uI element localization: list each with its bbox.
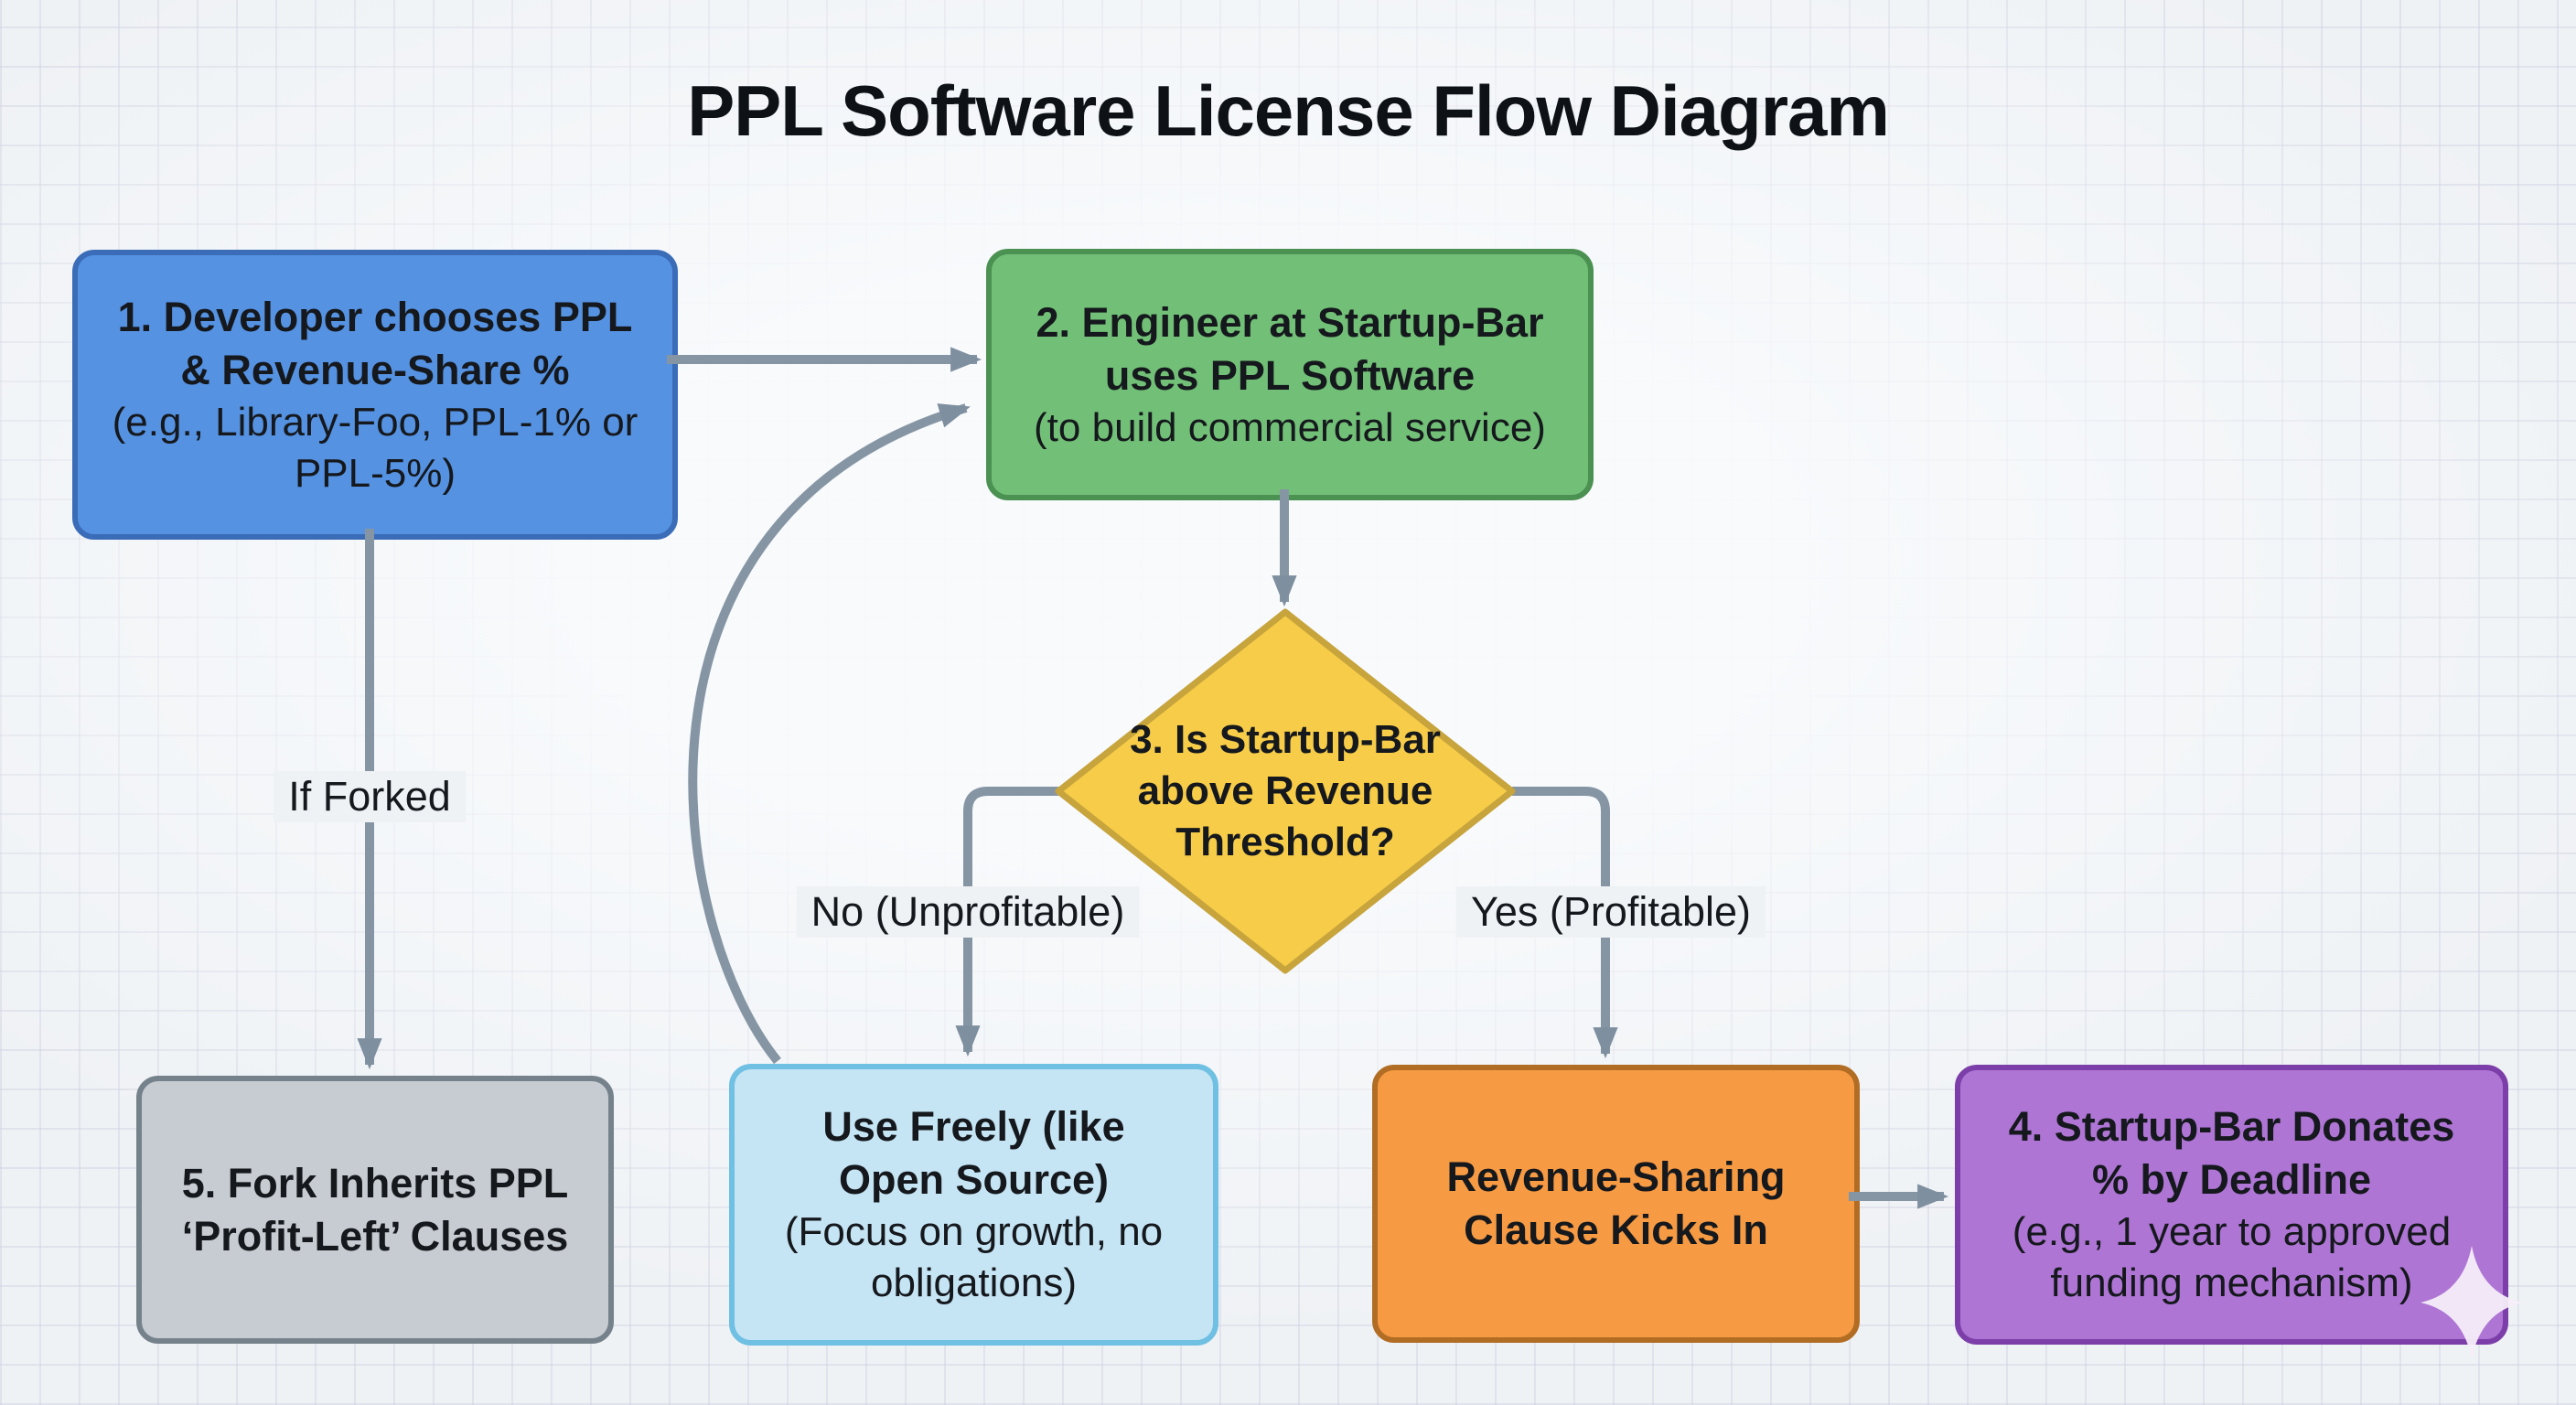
page-title: PPL Software License Flow Diagram bbox=[687, 70, 1890, 151]
node-text-line: PPL-5%) bbox=[294, 450, 456, 496]
node-use-freely: Use Freely (like Open Source) (Focus on … bbox=[729, 1064, 1218, 1346]
node-revenue-sharing-clause: Revenue-Sharing Clause Kicks In bbox=[1372, 1065, 1860, 1343]
node-text-line: 2. Engineer at Startup-Bar bbox=[1036, 298, 1544, 346]
node-text-line: Open Source) bbox=[838, 1156, 1110, 1203]
node-startup-bar-donates: 4. Startup-Bar Donates % by Deadline (e.… bbox=[1955, 1065, 2508, 1345]
node-developer-chooses-ppl: 1. Developer chooses PPL & Revenue-Share… bbox=[72, 250, 678, 540]
node-text-line: uses PPL Software bbox=[1104, 351, 1476, 399]
node-text-line: 4. Startup-Bar Donates bbox=[2008, 1103, 2455, 1150]
node-text-line: 5. Fork Inherits PPL bbox=[181, 1159, 569, 1207]
node-text-line: 1. Developer chooses PPL bbox=[117, 293, 633, 340]
node-text-line: Revenue-Sharing bbox=[1446, 1153, 1786, 1200]
node-text-line: (e.g., 1 year to approved bbox=[2012, 1209, 2452, 1254]
node-text-line: 3. Is Startup-Bar bbox=[1130, 717, 1441, 762]
node-text-line: Threshold? bbox=[1175, 820, 1395, 864]
node-text-line: obligations) bbox=[870, 1260, 1078, 1305]
edge-label-no-unprofitable: No (Unprofitable) bbox=[796, 886, 1140, 938]
decision-diamond-text: 3. Is Startup-Bar above Revenue Threshol… bbox=[1130, 714, 1441, 868]
node-engineer-uses-ppl: 2. Engineer at Startup-Bar uses PPL Soft… bbox=[986, 249, 1594, 500]
node-text-line: Use Freely (like bbox=[822, 1103, 1125, 1150]
edge-label-if-forked: If Forked bbox=[274, 771, 466, 822]
node-text-line: above Revenue bbox=[1137, 768, 1433, 813]
node-fork-inherits-clauses: 5. Fork Inherits PPL ‘Profit-Left’ Claus… bbox=[136, 1076, 614, 1344]
node-text-line: (to build commercial service) bbox=[1034, 404, 1546, 450]
node-text-line: (Focus on growth, no bbox=[784, 1209, 1164, 1254]
node-text-line: (e.g., Library-Foo, PPL-1% or bbox=[112, 399, 639, 445]
node-text-line: ‘Profit-Left’ Clauses bbox=[181, 1212, 569, 1260]
node-text-line: funding mechanism) bbox=[2050, 1260, 2413, 1305]
node-text-line: % by Deadline bbox=[2091, 1156, 2372, 1203]
arrow-use-freely-back-to-engineer bbox=[688, 403, 971, 1065]
node-text-line: & Revenue-Share % bbox=[180, 346, 570, 393]
node-text-line: Clause Kicks In bbox=[1464, 1207, 1768, 1253]
edge-label-yes-profitable: Yes (Profitable) bbox=[1456, 886, 1766, 938]
